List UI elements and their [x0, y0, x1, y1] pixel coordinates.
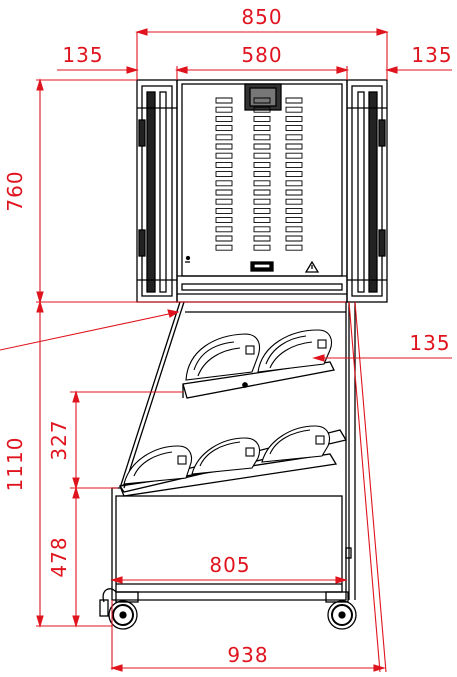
left-wheel — [99, 588, 139, 630]
vent-slot — [253, 235, 271, 242]
tray-lower-3 — [261, 425, 331, 463]
vent-slot — [253, 171, 271, 178]
dim-upper-height: 760 — [3, 170, 27, 211]
vent-slot — [285, 226, 303, 233]
vent-slot — [285, 180, 303, 187]
vent-slot — [285, 189, 303, 196]
vent-slot — [253, 161, 271, 168]
warning-triangle-icon — [304, 260, 320, 273]
dim-base-height: 478 — [47, 536, 71, 577]
vent-slot — [285, 198, 303, 205]
vent-slots — [215, 97, 303, 251]
dim-shelf-spacing: 327 — [47, 419, 71, 460]
vent-slot — [253, 207, 271, 214]
vent-slot — [285, 244, 303, 251]
dim-right-offset-top: 135 — [411, 43, 452, 67]
vent-slot — [285, 97, 303, 104]
lower-shelf — [118, 429, 348, 497]
vent-slot — [253, 106, 271, 113]
vent-slot — [215, 143, 233, 150]
vent-slot — [215, 180, 233, 187]
vent-slot — [215, 244, 233, 251]
vent-slot — [285, 235, 303, 242]
vent-slot — [215, 115, 233, 122]
dim-shelf-depth-right: 135 — [409, 331, 450, 355]
vent-slot — [215, 198, 233, 205]
caster-wheels — [99, 588, 357, 630]
central-panel — [176, 79, 348, 303]
vent-slot — [253, 125, 271, 132]
vent-slot — [215, 217, 233, 224]
food-trays — [123, 329, 333, 485]
upper-unit — [136, 79, 388, 303]
vent-slot — [215, 134, 233, 141]
vent-slot — [285, 106, 303, 113]
vent-slot — [253, 180, 271, 187]
logo-icon — [250, 261, 274, 272]
dim-overall-width-bottom: 938 — [227, 643, 268, 667]
vent-slot — [253, 152, 271, 159]
vent-slot — [285, 217, 303, 224]
vent-slot — [215, 171, 233, 178]
vent-slot — [285, 115, 303, 122]
dim-base-width: 805 — [209, 553, 250, 577]
vent-slot — [253, 217, 271, 224]
vent-slot — [253, 189, 271, 196]
vent-slot — [285, 125, 303, 132]
tray-upper-1 — [185, 333, 261, 381]
vent-slot — [215, 125, 233, 132]
vent-slot — [215, 161, 233, 168]
vent-slot — [285, 171, 303, 178]
vent-slot — [253, 244, 271, 251]
lower-unit — [111, 301, 356, 601]
right-wheel — [325, 591, 357, 630]
vent-slot — [285, 152, 303, 159]
dimension-labels: 850 135 580 135 760 135 1110 327 478 805… — [3, 5, 452, 667]
right-side-panel — [346, 79, 388, 303]
vent-slot — [215, 226, 233, 233]
vent-slot — [253, 115, 271, 122]
vent-slot — [253, 143, 271, 150]
vent-slot — [253, 134, 271, 141]
vent-slot — [253, 198, 271, 205]
vent-slot — [285, 143, 303, 150]
tray-lower-1 — [123, 445, 193, 485]
vent-slot — [215, 235, 233, 242]
vent-slot — [285, 207, 303, 214]
vent-slot — [215, 207, 233, 214]
vent-slot — [215, 152, 233, 159]
left-side-panel — [136, 79, 178, 303]
dimension-lines — [0, 28, 452, 673]
dim-lower-height: 1110 — [3, 437, 27, 492]
vent-slot — [253, 97, 271, 104]
vent-slot — [215, 106, 233, 113]
tray-upper-2 — [257, 329, 333, 373]
tray-lower-2 — [191, 437, 261, 475]
vent-slot — [285, 161, 303, 168]
dim-inner-width-top: 580 — [241, 43, 282, 67]
dim-overall-width-top: 850 — [241, 5, 282, 29]
vent-slot — [215, 189, 233, 196]
vent-slot — [215, 97, 233, 104]
vent-slot — [253, 226, 271, 233]
vent-slot — [285, 134, 303, 141]
dim-left-offset-top: 135 — [62, 43, 103, 67]
